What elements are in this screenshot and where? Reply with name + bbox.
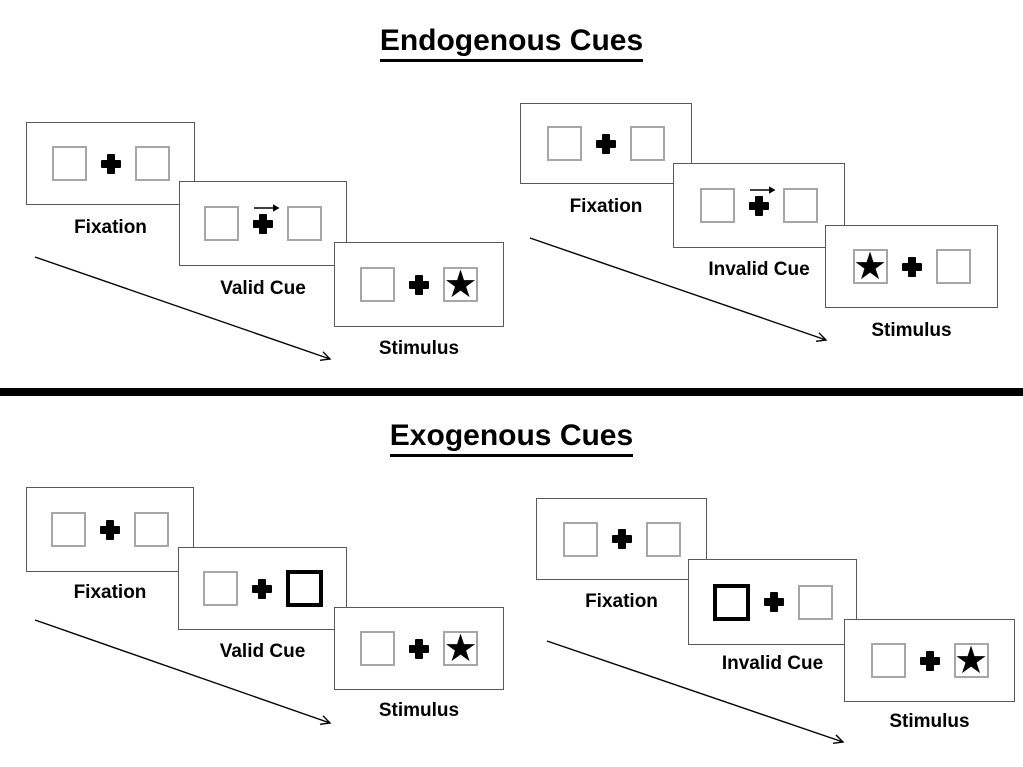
left-box bbox=[547, 126, 582, 161]
right-box: ★ bbox=[443, 261, 478, 306]
left-box: ★ bbox=[852, 243, 888, 288]
exo-valid-fixation-panel bbox=[26, 487, 194, 572]
right-box bbox=[630, 126, 665, 161]
right-box bbox=[645, 521, 681, 557]
exogenous-section-title: Exogenous Cues bbox=[0, 419, 1023, 457]
right-box bbox=[783, 188, 818, 223]
left-box bbox=[202, 571, 238, 606]
endo-invalid-fixation-label: Fixation bbox=[569, 196, 643, 217]
star-stimulus-icon: ★ bbox=[443, 261, 478, 306]
left-box bbox=[51, 512, 86, 547]
exo-valid-stimulus-label: Stimulus bbox=[378, 700, 460, 721]
right-box: ★ bbox=[443, 625, 478, 670]
left-box bbox=[870, 643, 906, 678]
right-box bbox=[287, 206, 322, 241]
right-box: ★ bbox=[953, 637, 989, 682]
section-divider bbox=[0, 388, 1023, 396]
endo-valid-fixation-panel bbox=[26, 122, 195, 205]
fixation-cross-icon bbox=[749, 195, 769, 216]
right-box-cued bbox=[285, 570, 323, 607]
fixation-cross-icon bbox=[596, 133, 616, 154]
exogenous-title-text: Exogenous Cues bbox=[389, 420, 634, 457]
left-box bbox=[562, 521, 598, 557]
endo-valid-stimulus-label: Stimulus bbox=[378, 338, 460, 359]
exo-invalid-stimulus-label: Stimulus bbox=[889, 711, 970, 732]
exo-invalid-fixation-panel bbox=[536, 498, 707, 580]
fixation-cross-icon bbox=[919, 650, 940, 671]
fixation-cross-icon bbox=[251, 578, 272, 599]
right-box bbox=[134, 512, 169, 547]
star-stimulus-icon: ★ bbox=[443, 625, 478, 670]
left-box bbox=[204, 206, 239, 241]
endo-invalid-stimulus-panel: ★ bbox=[825, 225, 998, 308]
exo-invalid-stimulus-panel: ★ bbox=[844, 619, 1015, 702]
left-box bbox=[360, 267, 395, 302]
left-box bbox=[700, 188, 735, 223]
timeline-arrow-endogenous-invalid bbox=[529, 237, 826, 340]
endo-invalid-fixation-panel bbox=[520, 103, 692, 184]
fixation-cross-icon bbox=[100, 153, 121, 174]
fixation-cross-icon bbox=[611, 529, 632, 549]
fixation-cross-icon bbox=[100, 519, 120, 540]
exo-invalid-cue-panel bbox=[688, 559, 857, 645]
exo-valid-cue-label: Valid Cue bbox=[219, 641, 306, 662]
fixation-cross-icon bbox=[253, 213, 273, 234]
endo-valid-cue-label: Valid Cue bbox=[220, 278, 306, 299]
fixation-cross-icon bbox=[763, 592, 784, 612]
exo-valid-fixation-label: Fixation bbox=[73, 582, 147, 603]
star-stimulus-icon: ★ bbox=[953, 637, 989, 682]
timeline-arrow-endogenous-valid bbox=[34, 256, 330, 359]
fixation-cross-icon bbox=[409, 638, 429, 659]
timeline-arrow-exogenous-valid bbox=[34, 619, 330, 723]
right-box bbox=[797, 584, 833, 620]
exo-invalid-cue-label: Invalid Cue bbox=[721, 653, 824, 674]
endo-invalid-cue-panel bbox=[673, 163, 845, 248]
endo-valid-stimulus-panel: ★ bbox=[334, 242, 504, 327]
left-box bbox=[51, 146, 87, 181]
endogenous-title-text: Endogenous Cues bbox=[379, 25, 644, 62]
cue-arrow-icon bbox=[750, 185, 776, 194]
endo-invalid-cue-label: Invalid Cue bbox=[708, 259, 810, 280]
exo-invalid-fixation-label: Fixation bbox=[585, 591, 658, 612]
right-box bbox=[935, 249, 971, 284]
endo-valid-fixation-label: Fixation bbox=[74, 217, 147, 238]
exo-valid-stimulus-panel: ★ bbox=[334, 607, 504, 690]
endogenous-section-title: Endogenous Cues bbox=[0, 24, 1023, 62]
cue-arrow-icon bbox=[254, 203, 280, 212]
fixation-cross-icon bbox=[409, 274, 429, 295]
endo-valid-cue-panel bbox=[179, 181, 347, 266]
star-stimulus-icon: ★ bbox=[852, 243, 888, 288]
fixation-cross-icon bbox=[901, 256, 922, 277]
right-box bbox=[134, 146, 170, 181]
left-box-cued bbox=[712, 583, 750, 621]
left-box bbox=[360, 631, 395, 666]
exo-valid-cue-panel bbox=[178, 547, 347, 630]
endo-invalid-stimulus-label: Stimulus bbox=[871, 320, 952, 341]
